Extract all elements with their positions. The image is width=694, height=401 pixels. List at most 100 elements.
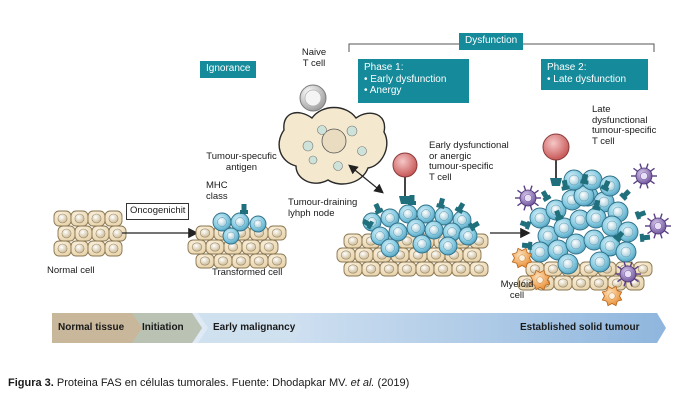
tumour-cell bbox=[529, 241, 551, 263]
caption-year: (2019) bbox=[374, 377, 410, 389]
phase1-box: Phase 1: • Early dysfunction • Anergy bbox=[358, 59, 469, 103]
tumour-cell bbox=[212, 212, 232, 232]
myeloid-cells bbox=[511, 247, 623, 307]
tumour-antigen-label: Tumour-specufic antigen bbox=[194, 151, 289, 173]
label-line: Naive bbox=[301, 47, 327, 58]
normal-cell bbox=[70, 240, 89, 257]
naive-t-cell-label: Naive T cell bbox=[294, 47, 334, 69]
normal-cell bbox=[543, 261, 563, 277]
oncogene-label: Oncogenichit bbox=[126, 203, 190, 220]
late-tumour-cluster bbox=[517, 169, 653, 291]
tcr-receptor bbox=[600, 179, 611, 192]
tcr-receptor bbox=[240, 204, 248, 214]
label-line: antigen bbox=[225, 161, 258, 173]
normal-cell bbox=[433, 261, 453, 277]
myeloid-cell bbox=[511, 247, 533, 269]
label-line: Early dysfunctional bbox=[429, 140, 509, 151]
label-line: dysfunctional bbox=[592, 114, 648, 126]
tcr-receptor bbox=[362, 218, 374, 230]
label-line: Tumour-specufic bbox=[206, 151, 277, 162]
normal-cell bbox=[267, 253, 287, 269]
normal-cell bbox=[462, 247, 482, 263]
tumour-cell bbox=[458, 226, 478, 246]
label-line: Late bbox=[592, 104, 611, 115]
label-line: T cell bbox=[429, 171, 452, 183]
normal-cell bbox=[53, 210, 72, 227]
tumour-cell bbox=[565, 233, 587, 255]
tumour-cell bbox=[615, 241, 637, 263]
normal-cell bbox=[553, 275, 573, 291]
stage-established-solid-tumour: Established solid tumour bbox=[520, 322, 640, 333]
draining-label: Tumour-draining lyhph node bbox=[288, 197, 357, 219]
stage-initiation: Initiation bbox=[142, 322, 184, 333]
dysfunction-box: Dysfunction bbox=[459, 33, 524, 50]
normal-cell bbox=[187, 239, 207, 255]
tcr-receptor bbox=[580, 173, 589, 185]
normal-cell bbox=[415, 261, 435, 277]
transformed-cell-label: Transformed cell bbox=[212, 267, 283, 278]
tcr-receptor bbox=[619, 189, 631, 201]
tcr-receptor bbox=[436, 197, 446, 210]
normal-cell bbox=[354, 247, 374, 263]
tumour-cell bbox=[380, 238, 400, 258]
tcr-receptor bbox=[467, 220, 480, 232]
tcr-receptor bbox=[561, 179, 570, 191]
tcr-receptor bbox=[454, 202, 466, 215]
normal-cell-cluster bbox=[53, 210, 127, 257]
normal-cell bbox=[213, 253, 233, 269]
stage-normal-tissue: Normal tissue bbox=[58, 322, 125, 333]
early-tumour-cluster bbox=[336, 195, 489, 277]
lymph-node bbox=[278, 106, 388, 185]
normal-cell bbox=[231, 253, 251, 269]
myeloid-cell bbox=[529, 269, 551, 291]
normal-cell bbox=[241, 239, 261, 255]
label-line: class bbox=[206, 190, 228, 202]
normal-cell bbox=[205, 239, 225, 255]
tumour-cell bbox=[434, 206, 454, 226]
normal-cell bbox=[343, 261, 363, 277]
naive-t-cell bbox=[299, 84, 327, 112]
phase2-box: Phase 2: • Late dysfunction bbox=[541, 59, 648, 90]
label-line: Myeloid bbox=[500, 279, 534, 290]
normal-cell bbox=[195, 253, 215, 269]
suppressor-cell bbox=[615, 261, 641, 287]
tumour-cell bbox=[557, 253, 579, 275]
caption-figure: Figura 3. bbox=[8, 377, 54, 389]
suppressor-cells bbox=[515, 163, 671, 287]
myeloid-cell bbox=[601, 285, 623, 307]
phase2-title: Phase 2: bbox=[547, 62, 587, 73]
normal-cell bbox=[379, 261, 399, 277]
tumour-cell bbox=[617, 221, 639, 243]
phase1-item: • Anergy bbox=[364, 85, 402, 96]
early-dysfunctional-t-cell bbox=[392, 152, 418, 204]
normal-cell bbox=[267, 225, 287, 241]
tcr-receptor bbox=[521, 241, 533, 250]
label-line: lyhph node bbox=[288, 207, 335, 219]
tcr-receptor bbox=[639, 233, 651, 242]
tumour-cell bbox=[438, 236, 458, 256]
stage-early-malignancy: Early malignancy bbox=[213, 322, 296, 333]
phase2-item: • Late dysfunction bbox=[547, 73, 627, 85]
normal-cell bbox=[589, 275, 609, 291]
tumour-cell bbox=[529, 207, 551, 229]
tumour-cell bbox=[388, 222, 408, 242]
normal-cell bbox=[87, 240, 106, 257]
phase1-item: • Early dysfunction bbox=[364, 73, 447, 85]
normal-cell bbox=[91, 225, 110, 242]
normal-cell bbox=[104, 210, 123, 227]
suppressor-cell bbox=[515, 185, 541, 211]
suppressor-cell bbox=[645, 213, 671, 239]
label-line: MHC bbox=[206, 180, 228, 191]
caption-etal: et al. bbox=[350, 377, 375, 389]
stage-timeline bbox=[52, 313, 666, 343]
normal-cell bbox=[633, 261, 653, 277]
late-dysfunctional-t-cell bbox=[542, 133, 570, 186]
label-line: or anergic bbox=[429, 150, 472, 162]
tcr-receptor bbox=[540, 190, 552, 202]
tumour-cell bbox=[599, 235, 621, 257]
tumour-cell bbox=[380, 208, 400, 228]
tumour-cell bbox=[406, 218, 426, 238]
normal-cell bbox=[397, 261, 417, 277]
label-line: tumour-specific bbox=[592, 125, 657, 136]
phase1-title: Phase 1: bbox=[364, 62, 404, 73]
